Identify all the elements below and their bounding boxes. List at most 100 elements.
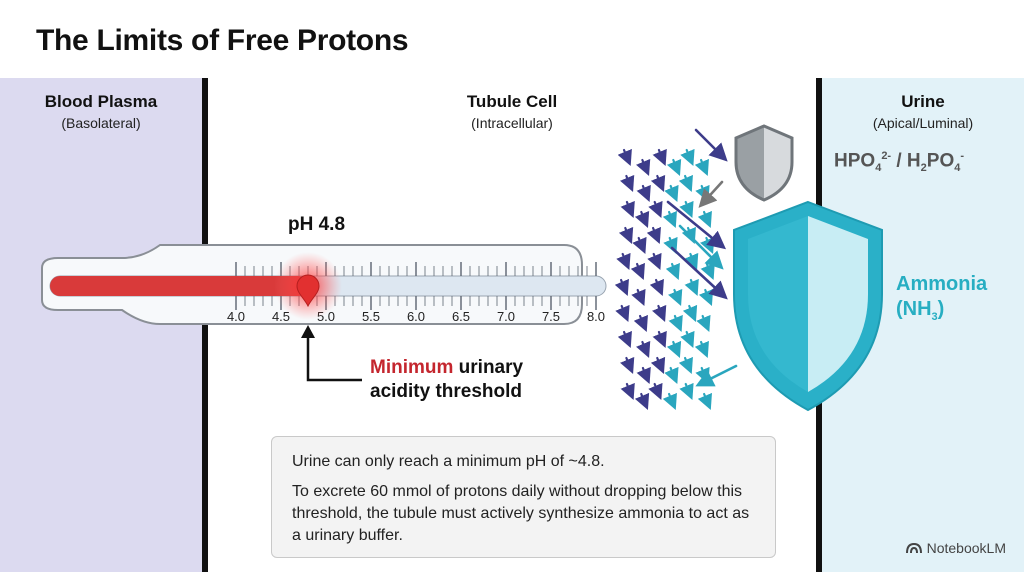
thermometer-tick-label: 8.0 [587, 309, 605, 324]
proton-arrow-icon [648, 200, 663, 219]
proton-arrow-icon [662, 210, 677, 229]
threshold-line2: acidity threshold [370, 381, 523, 402]
proton-arrow-icon [649, 278, 664, 297]
notebooklm-brand: NotebookLM [905, 540, 1006, 556]
proton-arrow-icon [668, 288, 683, 307]
proton-arrow-icon [617, 330, 632, 349]
proton-arrow-icon [614, 278, 629, 297]
ammonia-shield-icon [733, 200, 883, 412]
page-title: The Limits of Free Protons [36, 24, 409, 57]
phosphate-buffer-label: HPO42- / H2PO4- [834, 150, 965, 175]
thermometer-tick-label: 4.5 [272, 309, 290, 324]
proton-arrow-icon [636, 340, 651, 359]
proton-arrow-icon [694, 128, 728, 162]
proton-arrow-icon [678, 174, 693, 193]
proton-arrow-icon [680, 148, 695, 167]
thermometer-tick-label: 6.0 [407, 309, 425, 324]
proton-arrow-icon [633, 314, 648, 333]
threshold-rest: urinary [453, 357, 524, 378]
proton-arrow-icon [697, 392, 712, 411]
proton-arrow-icon [682, 304, 698, 323]
plasma-header: Blood Plasma (Basolateral) [0, 92, 202, 131]
proton-arrow-icon [697, 210, 712, 229]
proton-arrow-icon [680, 330, 695, 349]
plasma-name: Blood Plasma [44, 92, 158, 111]
urine-header: Urine (Apical/Luminal) [822, 92, 1024, 131]
proton-arrow-icon [670, 246, 728, 300]
proton-arrow-icon [684, 252, 699, 271]
grey-shield-icon [734, 124, 794, 202]
proton-arrow-icon [694, 158, 709, 177]
threshold-pointer [301, 325, 362, 382]
plasma-sub: (Basolateral) [61, 115, 141, 131]
proton-arrow-icon [695, 366, 710, 385]
proton-arrow-icon [694, 340, 709, 359]
ph-marker [274, 252, 342, 320]
proton-arrow-icon [668, 314, 683, 333]
proton-arrow-icon [666, 200, 727, 250]
proton-arrow-icon [678, 356, 693, 375]
proton-arrow-icon [666, 340, 682, 359]
thermometer-fill [50, 276, 308, 296]
proton-arrow-icon [662, 392, 677, 411]
proton-arrow-icon [679, 200, 694, 219]
thermometer-tick-label: 4.0 [227, 309, 245, 324]
proton-arrow-icon [652, 304, 667, 323]
thermometer-tick-label: 7.0 [497, 309, 515, 324]
notebooklm-logo-icon [905, 542, 922, 554]
ph-value-label: pH 4.8 [288, 214, 346, 235]
proton-arrow-icon [648, 382, 663, 401]
proton-arrow-icon [679, 382, 694, 401]
proton-arrow-icon [634, 392, 650, 411]
cell-header: Tubule Cell (Intracellular) [408, 92, 616, 131]
proton-arrow-icon [636, 366, 651, 385]
proton-arrow-icon [664, 366, 679, 385]
proton-arrow-icon [700, 236, 715, 255]
urine-sub: (Apical/Luminal) [872, 115, 974, 131]
proton-arrow-icon [695, 184, 710, 203]
proton-arrow-icon [698, 180, 724, 208]
cell-sub: (Intracellular) [471, 115, 553, 131]
brand-text: NotebookLM [926, 540, 1006, 556]
proton-arrow-icon [616, 252, 631, 271]
proton-arrow-icon [634, 210, 650, 229]
proton-arrow-icon [617, 148, 632, 167]
thermometer-tick-label: 7.5 [542, 309, 560, 324]
proton-arrow-icon [620, 174, 635, 193]
info-p2: To excrete 60 mmol of protons daily with… [292, 483, 750, 544]
proton-arrow-icon [698, 288, 714, 307]
proton-arrow-icon [666, 158, 682, 177]
proton-arrow-icon [665, 262, 680, 281]
thermometer-tick-label: 6.5 [452, 309, 470, 324]
proton-arrow-icon [652, 148, 667, 167]
proton-arrow-icon [678, 224, 724, 270]
info-p1: Urine can only reach a minimum pH of ~4.… [292, 453, 605, 470]
proton-arrow-icon [695, 364, 738, 387]
proton-arrow-icon [647, 252, 662, 271]
proton-arrows [614, 128, 738, 411]
threshold-highlight: Minimum [370, 357, 454, 378]
cell-name: Tubule Cell [466, 92, 558, 111]
info-box: Urine can only reach a minimum pH of ~4.… [271, 436, 776, 558]
proton-arrow-icon [620, 200, 635, 219]
proton-arrow-icon [684, 278, 699, 297]
proton-arrow-icon [696, 314, 711, 333]
proton-arrow-icon [636, 184, 651, 203]
proton-arrow-icon [700, 262, 715, 281]
proton-arrow-icon [620, 356, 635, 375]
proton-arrow-icon [664, 184, 679, 203]
thermometer-tick-label: 5.5 [362, 309, 380, 324]
urine-name: Urine [901, 92, 945, 111]
proton-arrow-icon [636, 158, 651, 177]
proton-arrow-icon [650, 356, 666, 375]
proton-arrow-icon [646, 226, 661, 245]
proton-arrow-icon [618, 226, 634, 245]
proton-arrow-icon [631, 288, 646, 307]
proton-arrow-icon [652, 330, 667, 349]
ammonia-label: Ammonia (NH3) [896, 273, 988, 323]
proton-arrow-icon [650, 174, 666, 193]
proton-arrow-icon [620, 382, 635, 401]
